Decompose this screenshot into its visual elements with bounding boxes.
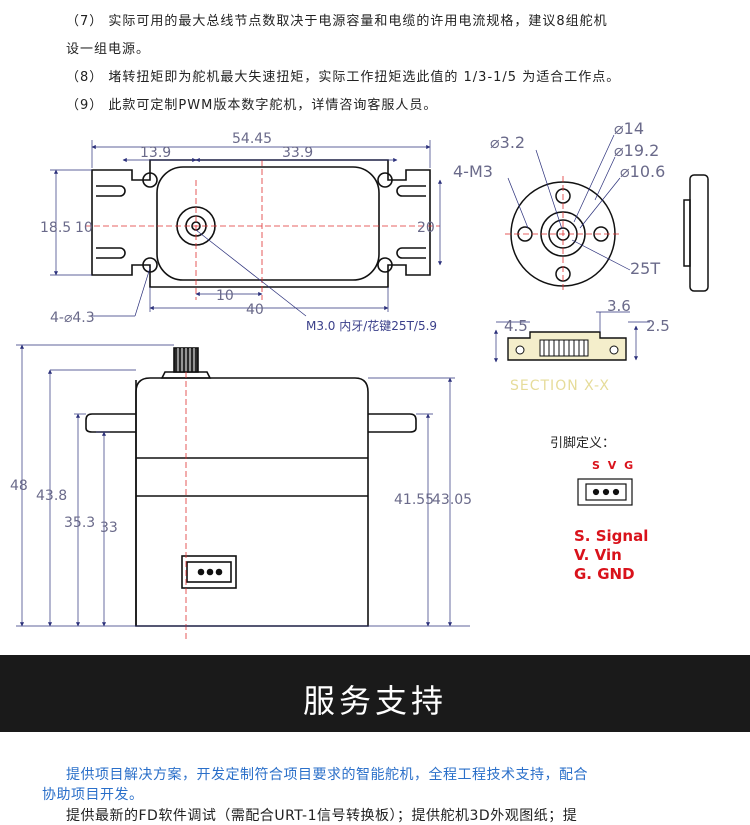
section-view xyxy=(507,331,627,361)
side-dim-48: 48 xyxy=(10,478,28,494)
pinout-connector-icon xyxy=(577,478,633,506)
dim-bottom-small: 10 xyxy=(216,288,234,304)
horn-dia-small: ⌀3.2 xyxy=(490,133,525,152)
side-dim-4155: 41.55 xyxy=(394,492,434,508)
note-7-line1: （7） 实际可用的最大总线节点数取决于电源容量和电缆的许用电流规格，建议8组舵机 xyxy=(66,14,608,29)
note-7-line2: 设一组电源。 xyxy=(66,42,151,57)
service-para-1-line1: 提供项目解决方案，开发定制符合项目要求的智能舵机，全程工程技术支持，配合 xyxy=(66,767,588,783)
dim-right-offset: 33.9 xyxy=(282,145,313,161)
pin-gnd: G. GND xyxy=(574,565,635,583)
service-para-2: 提供最新的FD软件调试（需配合URT-1信号转换板）；提供舵机3D外观图纸；提 xyxy=(66,808,578,824)
section-dim-36: 3.6 xyxy=(607,297,631,315)
dim-height-right: 20 xyxy=(417,220,435,236)
horn-dia-19: ⌀19.2 xyxy=(614,141,659,160)
pinout-letters: S V G xyxy=(592,459,635,472)
dim-height-left: 18.5 xyxy=(40,220,71,236)
horn-teeth: 25T xyxy=(630,259,660,278)
pinout-title: 引脚定义： xyxy=(550,435,615,451)
service-para-1-line2: 协助项目开发。 xyxy=(42,787,144,803)
servo-technical-drawing: 54.45 13.9 33.9 18.5 10 20 10 40 4-⌀4.3 … xyxy=(10,119,709,640)
dim-left-offset: 13.9 xyxy=(140,145,171,161)
dim-overall-width: 54.45 xyxy=(232,131,272,147)
side-dim-33: 33 xyxy=(100,520,118,536)
side-dim-353: 35.3 xyxy=(64,515,95,531)
section-label: SECTION X-X xyxy=(510,378,610,394)
dim-mount-holes: 4-⌀4.3 xyxy=(50,310,95,326)
note-8: （8） 堵转扭矩即为舵机最大失速扭矩，实际工作扭矩选此值的 1/3-1/5 为适… xyxy=(66,70,621,85)
service-title: 服务支持 xyxy=(302,682,447,720)
top-view xyxy=(91,159,431,288)
section-dim-45: 4.5 xyxy=(504,317,528,335)
pin-signal: S. Signal xyxy=(574,527,648,545)
dim-bottom-body: 40 xyxy=(246,302,264,318)
horn-threads: 4-M3 xyxy=(453,162,493,181)
horn-side-view xyxy=(683,174,709,292)
spline-note: M3.0 内牙/花键25T/5.9 xyxy=(306,318,437,333)
side-view xyxy=(85,347,417,627)
dim-height-left-2: 10 xyxy=(75,220,93,236)
pin-vin: V. Vin xyxy=(574,546,622,564)
section-dim-25: 2.5 xyxy=(646,317,670,335)
note-9: （9） 此款可定制PWM版本数字舵机，详情咨询客服人员。 xyxy=(66,98,438,113)
service-banner xyxy=(0,655,750,732)
horn-dia-10: ⌀10.6 xyxy=(620,162,665,181)
side-dim-438: 43.8 xyxy=(36,488,67,504)
horn-dia-14: ⌀14 xyxy=(614,119,644,138)
side-dim-4305: 43.05 xyxy=(432,492,472,508)
